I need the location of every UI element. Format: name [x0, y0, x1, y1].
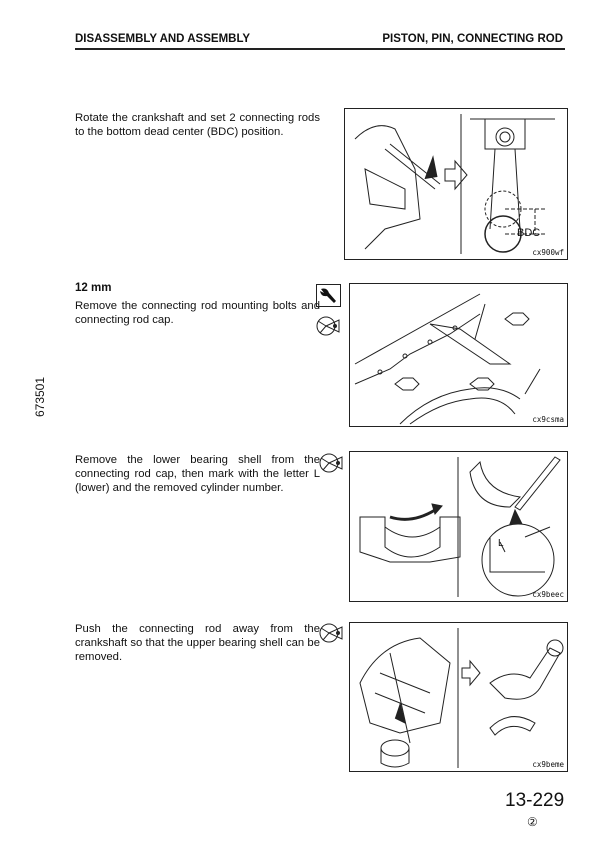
disassembly-icon — [318, 452, 344, 474]
figure-mark-bearing: L cx9beec — [349, 451, 568, 602]
letter-l-mark: L — [498, 538, 504, 549]
figure-remove-cap: cx9csma — [349, 283, 568, 427]
step-2-text: Remove the connecting rod mounting bolts… — [75, 300, 320, 326]
step-1-text: Rotate the crankshaft and set 2 connecti… — [75, 112, 320, 138]
tool-size: 12 mm — [75, 282, 112, 294]
figure-code: cx9beec — [532, 590, 564, 599]
step-3-text: Remove the lower bearing shell from the … — [75, 454, 320, 494]
header-rule — [75, 48, 565, 50]
figure-code: cx9csma — [532, 415, 564, 424]
page-number: 13-229 — [505, 790, 565, 811]
figure-code: cx900wf — [532, 248, 564, 257]
wrench-icon — [316, 284, 341, 307]
section-title: DISASSEMBLY AND ASSEMBLY — [75, 33, 251, 45]
topic-title: PISTON, PIN, CONNECTING ROD — [382, 33, 563, 45]
revision-mark: ② — [527, 815, 538, 829]
figure-push-rod: cx9beme — [349, 622, 568, 772]
figure-bdc: BDC cx900wf — [344, 108, 568, 260]
bdc-label: BDC — [517, 227, 541, 239]
torque-disassembly-icon — [315, 315, 341, 337]
step-4-text: Push the connecting rod away from the cr… — [75, 623, 320, 663]
disassembly-icon — [318, 622, 344, 644]
figure-code: cx9beme — [532, 760, 564, 769]
side-document-number: 673501 — [33, 376, 48, 418]
